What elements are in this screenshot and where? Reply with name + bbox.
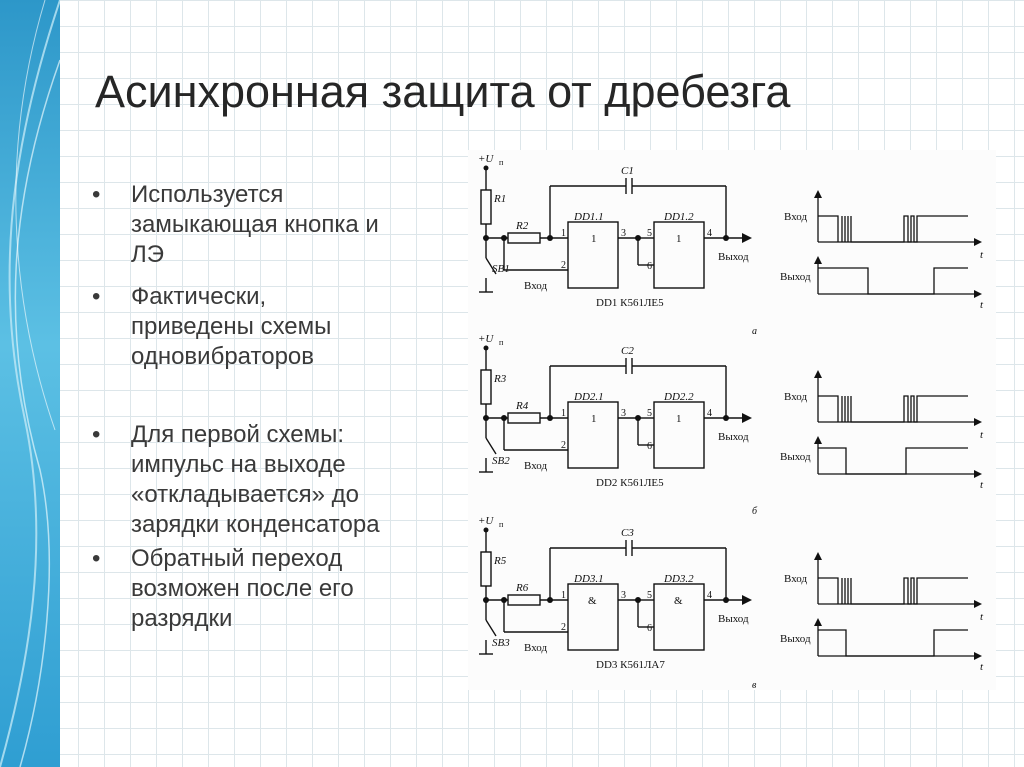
resistor-label: R2 (515, 220, 529, 232)
pin-number: 6 (647, 441, 652, 452)
input-label: Вход (524, 460, 547, 472)
timing-output-label: Выход (780, 271, 811, 283)
pin-number: 1 (561, 590, 566, 601)
time-axis-label: t (980, 661, 984, 673)
output-label: Выход (718, 431, 749, 443)
supply-subscript: п (499, 520, 504, 529)
bullet-dot-icon: • (92, 181, 101, 208)
bullet-text: Обратный переход возможен после его разр… (131, 545, 354, 632)
pin-number: 5 (647, 408, 652, 419)
pin-number: 6 (647, 261, 652, 272)
chip-label: DD3 К561ЛА7 (596, 659, 665, 671)
bullet-dot-icon: • (92, 421, 101, 448)
timing-3-waveforms (818, 577, 968, 657)
input-label: Вход (524, 642, 547, 654)
output-label: Выход (718, 251, 749, 263)
supply-label: +U (478, 153, 494, 165)
figure-caption: б (752, 506, 758, 517)
bullet-text: Используется замыкающая кнопка и ЛЭ (131, 181, 379, 268)
supply-subscript: п (499, 338, 504, 347)
button-label: SB3 (492, 637, 510, 649)
pin-number: 2 (561, 440, 566, 451)
capacitor-label: C3 (621, 527, 634, 539)
pin-number: 5 (647, 590, 652, 601)
timing-input-label: Вход (784, 211, 807, 223)
time-axis-label: t (980, 249, 984, 261)
gate-symbol: & (674, 595, 683, 607)
bullet-text: Фактически, приведены схемы одновибратор… (131, 283, 332, 370)
decorative-wave-lines (0, 0, 60, 767)
pin-number: 3 (621, 228, 626, 239)
gate-symbol: 1 (591, 233, 597, 245)
time-axis-label: t (980, 299, 984, 311)
pin-number: 4 (707, 408, 712, 419)
pin-number: 1 (561, 408, 566, 419)
bullet-text: Для первой схемы: импульс на выходе «отк… (131, 421, 380, 538)
capacitor-label: C1 (621, 165, 634, 177)
gate-label: DD2.2 (663, 391, 694, 403)
chip-label: DD2 К561ЛЕ5 (596, 477, 664, 489)
output-label: Выход (718, 613, 749, 625)
timing-1-waveforms (818, 215, 968, 295)
decorative-side-band (0, 0, 60, 767)
resistor-label: R1 (493, 193, 506, 205)
figure-caption: а (752, 326, 757, 337)
circuit-1: +U п R1 R2 C1 SB1 DD1.1 DD1.2 1 1 1 2 3 … (478, 153, 984, 337)
resistor-label: R4 (515, 400, 529, 412)
capacitor-label: C2 (621, 345, 634, 357)
time-axis-label: t (980, 479, 984, 491)
input-label: Вход (524, 280, 547, 292)
gate-label: DD3.2 (663, 573, 694, 585)
gate-label: DD1.2 (663, 211, 694, 223)
time-axis-label: t (980, 611, 984, 623)
gate-symbol: 1 (676, 413, 682, 425)
timing-output-label: Выход (780, 633, 811, 645)
gate-symbol: & (588, 595, 597, 607)
timing-output-label: Выход (780, 451, 811, 463)
time-axis-label: t (980, 429, 984, 441)
gate-label: DD3.1 (573, 573, 604, 585)
pin-number: 2 (561, 622, 566, 633)
gate-symbol: 1 (591, 413, 597, 425)
gate-symbol: 1 (676, 233, 682, 245)
resistor-label: R3 (493, 373, 507, 385)
pin-number: 6 (647, 623, 652, 634)
button-label: SB1 (492, 263, 510, 275)
timing-input-label: Вход (784, 573, 807, 585)
pin-number: 3 (621, 408, 626, 419)
circuit-3: +U п R5 R6 C3 SB3 DD3.1 DD3.2 & & 1 2 3 … (478, 515, 984, 691)
chip-label: DD1 К561ЛЕ5 (596, 297, 664, 309)
timing-input-label: Вход (784, 391, 807, 403)
circuit-figure: +U п R1 R2 C1 SB1 DD1.1 DD1.2 1 1 1 2 3 … (468, 150, 996, 691)
timing-2-waveforms (818, 395, 968, 475)
pin-number: 3 (621, 590, 626, 601)
supply-label: +U (478, 515, 494, 527)
resistor-label: R6 (515, 582, 529, 594)
button-label: SB2 (492, 455, 510, 467)
gate-label: DD1.1 (573, 211, 604, 223)
pin-number: 2 (561, 260, 566, 271)
bullet-dot-icon: • (92, 545, 101, 572)
resistor-label: R5 (493, 555, 507, 567)
bullet-dot-icon: • (92, 283, 101, 310)
pin-number: 4 (707, 228, 712, 239)
gate-label: DD2.1 (573, 391, 604, 403)
circuit-diagrams-svg: +U п R1 R2 C1 SB1 DD1.1 DD1.2 1 1 1 2 3 … (478, 153, 984, 691)
circuit-2: +U п R3 R4 C2 SB2 DD2.1 DD2.2 1 1 1 2 3 … (478, 333, 984, 517)
pin-number: 1 (561, 228, 566, 239)
slide-title: Асинхронная защита от дребезга (95, 66, 791, 117)
supply-label: +U (478, 333, 494, 345)
supply-subscript: п (499, 158, 504, 167)
figure-caption: в (752, 680, 757, 690)
pin-number: 5 (647, 228, 652, 239)
pin-number: 4 (707, 590, 712, 601)
